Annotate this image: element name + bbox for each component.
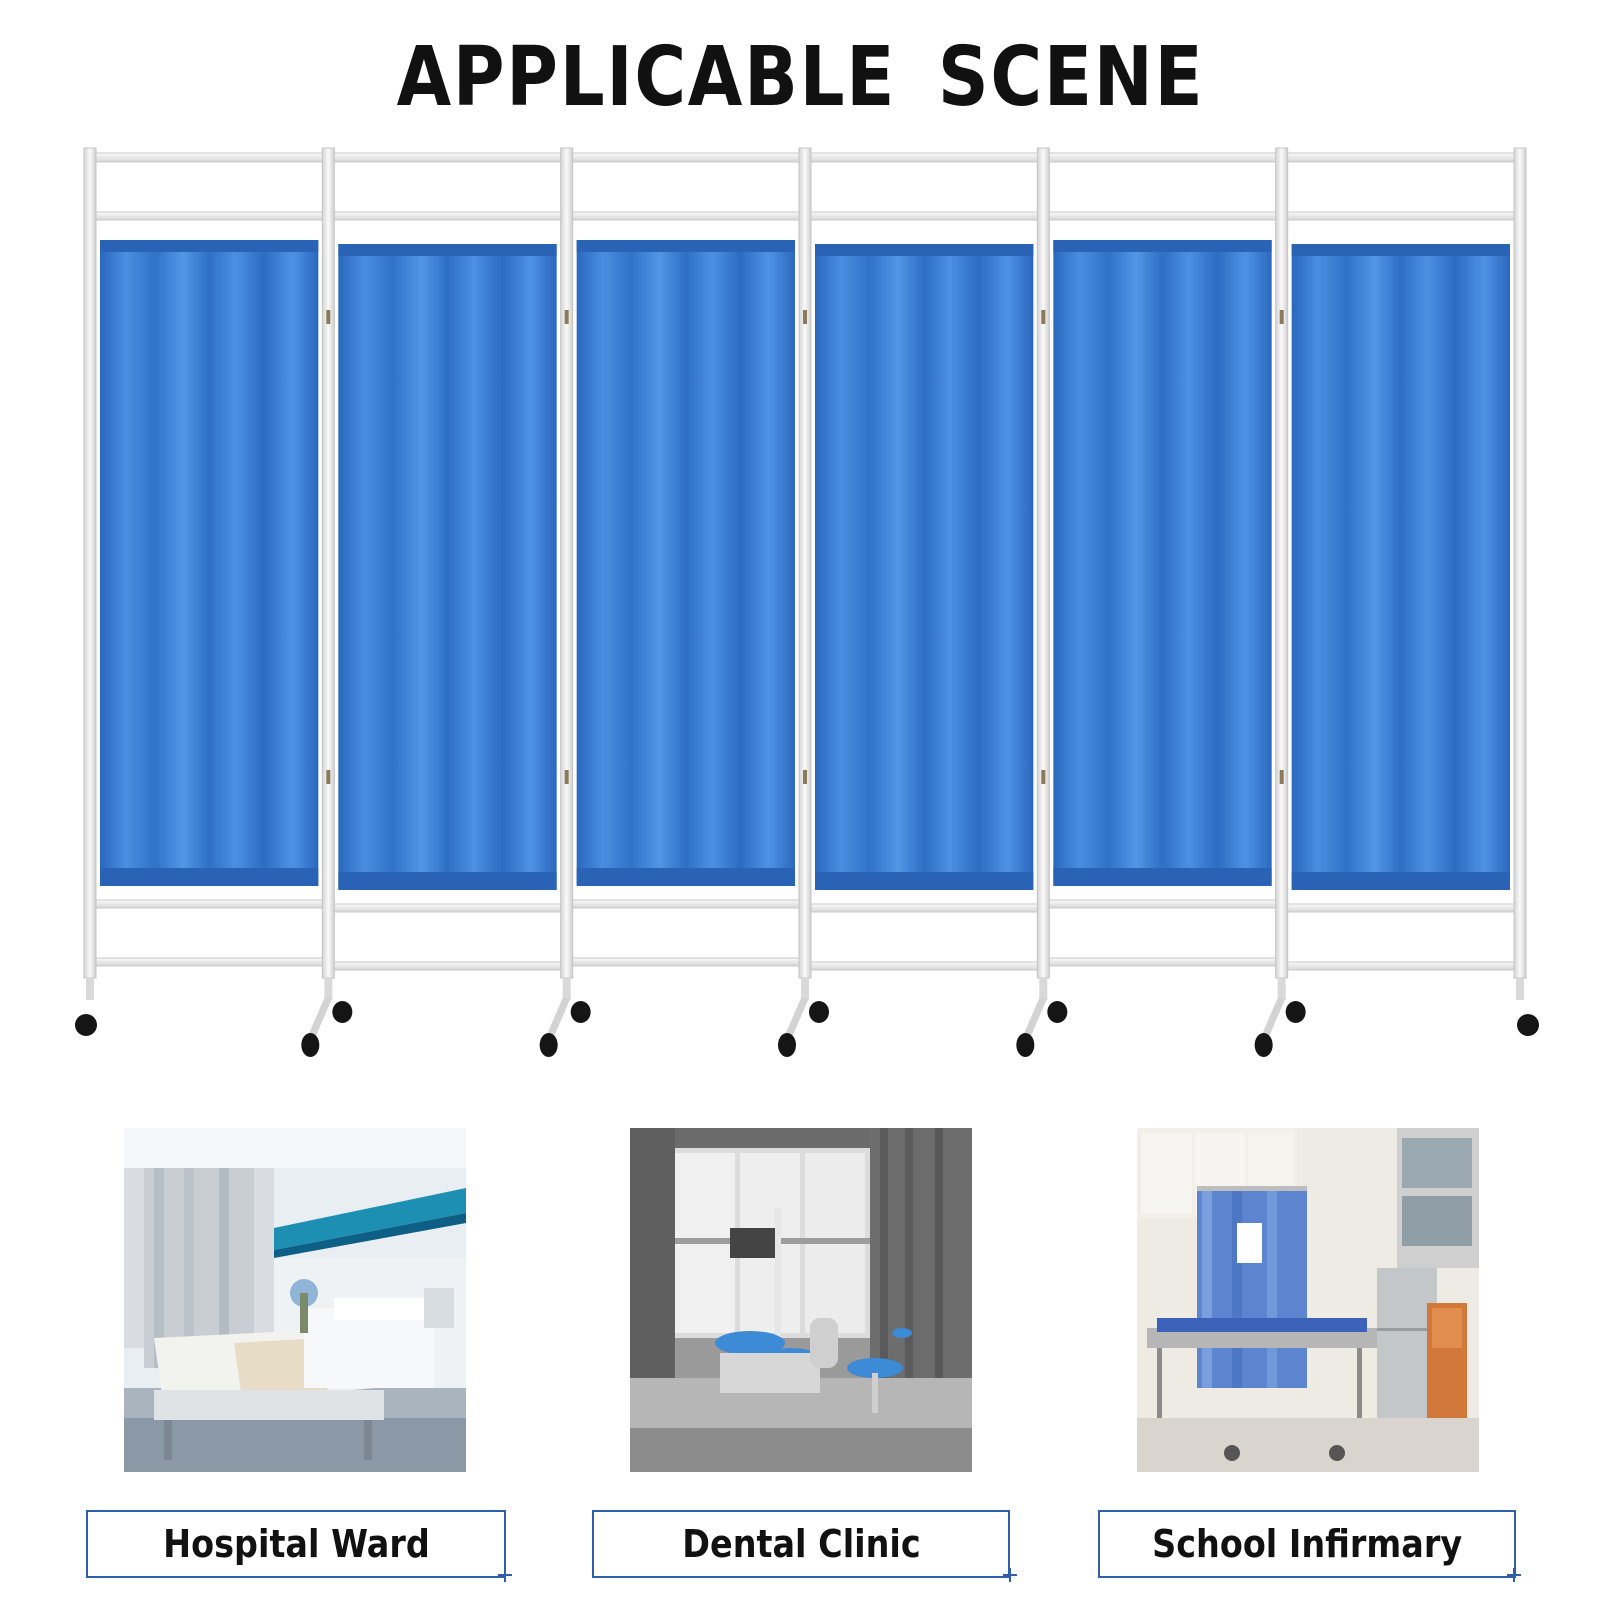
hospital-ward-photo [124, 1128, 466, 1472]
hinge [1279, 310, 1284, 324]
hinge [803, 310, 807, 324]
frame-post [1513, 147, 1527, 979]
frame-top-rail [89, 152, 329, 163]
hinge [1041, 770, 1046, 784]
frame-rail [1042, 899, 1283, 909]
caster-arm [546, 998, 571, 1035]
caster-leg [1277, 978, 1286, 1000]
frame-bottom-rail [804, 961, 1044, 971]
caster-leg [1039, 978, 1048, 1000]
curtain-hem-top [1291, 244, 1510, 256]
frame-top-rail [804, 152, 1044, 163]
scene-label-hospital-ward: Hospital Ward [86, 1510, 506, 1578]
scene-label-text: Hospital Ward [162, 1522, 430, 1566]
curtain-panel [338, 244, 557, 889]
caster-wheel [809, 1001, 829, 1023]
curtain-hem-bottom [815, 872, 1034, 890]
frame-rail [89, 899, 329, 909]
hinge [326, 310, 331, 324]
frame-top-rail [566, 152, 806, 163]
frame-rail [327, 903, 568, 913]
hinge [326, 770, 331, 784]
frame-post [1275, 147, 1289, 979]
folding-screen-image [60, 140, 1540, 1100]
caster-wheel [1047, 1001, 1068, 1023]
hinge [564, 310, 569, 324]
hinge [564, 770, 569, 784]
curtain-hem-top [576, 240, 795, 252]
curtain-hem-top [100, 240, 319, 252]
caster-wheel [778, 1033, 796, 1057]
frame-rail [566, 899, 806, 909]
frame-bottom-rail [566, 957, 806, 967]
frame-bottom-rail [89, 957, 329, 967]
frame-rail [1281, 903, 1521, 913]
curtain-hem-bottom [1291, 872, 1510, 890]
caster-leg [86, 978, 94, 1000]
frame-bottom-rail [327, 961, 568, 971]
plus-icon [1003, 1568, 1017, 1582]
hinge [1279, 770, 1284, 784]
frame-top-rail [327, 152, 568, 163]
frame-post [1036, 147, 1050, 979]
caster-leg [562, 978, 571, 1000]
curtain-hem-bottom [576, 868, 795, 886]
curtain-panel [1053, 240, 1272, 885]
caster-wheel [75, 1014, 97, 1036]
caster-leg [1516, 978, 1524, 1000]
curtain-panel [815, 244, 1034, 889]
frame-post [83, 147, 97, 979]
page-title: APPLICABLE SCENE [396, 30, 1205, 125]
caster-wheel [1517, 1014, 1539, 1036]
folding-screen-illustration [75, 147, 1539, 1057]
frame-rail [804, 211, 1044, 221]
caster-wheel [539, 1033, 558, 1057]
frame-rail [1042, 211, 1283, 221]
scene-label-school-infirmary: School Infirmary [1098, 1510, 1516, 1578]
curtain-hem-bottom [100, 868, 319, 886]
caster-arm [1261, 998, 1286, 1035]
frame-bottom-rail [1042, 957, 1283, 967]
caster-wheel [1254, 1033, 1273, 1057]
hinge [803, 770, 807, 784]
curtain-panel [100, 240, 319, 885]
frame-post [321, 147, 335, 979]
frame-rail [89, 211, 329, 221]
caster-wheel [301, 1033, 320, 1057]
scene-label-text: School Infirmary [1151, 1522, 1462, 1566]
curtain-panel [576, 240, 795, 885]
frame-top-rail [1042, 152, 1283, 163]
caster-arm [1023, 998, 1048, 1035]
caster-arm [308, 998, 333, 1035]
plus-icon [1507, 1568, 1521, 1582]
frame-top-rail [1281, 152, 1521, 163]
caster-wheel [570, 1001, 591, 1023]
scene-label-dental-clinic: Dental Clinic [592, 1510, 1010, 1578]
frame-rail [804, 903, 1044, 913]
frame-bottom-rail [1281, 961, 1521, 971]
curtain-hem-bottom [338, 872, 557, 890]
curtain-hem-top [815, 244, 1034, 256]
caster-leg [324, 978, 333, 1000]
caster-wheel [332, 1001, 353, 1023]
frame-rail [1281, 211, 1521, 221]
hinge [1041, 310, 1046, 324]
curtain-hem-top [1053, 240, 1272, 252]
plus-icon [498, 1568, 512, 1582]
frame-rail [566, 211, 806, 221]
school-infirmary-photo [1137, 1128, 1479, 1472]
caster-arm [785, 998, 809, 1035]
caster-wheel [1285, 1001, 1306, 1023]
dental-clinic-photo [630, 1128, 972, 1472]
frame-rail [327, 211, 568, 221]
curtain-hem-top [338, 244, 557, 256]
scene-label-text: Dental Clinic [681, 1522, 921, 1566]
caster-wheel [1016, 1033, 1035, 1057]
frame-post [560, 147, 574, 979]
caster-leg [801, 978, 809, 1000]
curtain-panel [1291, 244, 1510, 889]
curtain-hem-bottom [1053, 868, 1272, 886]
frame-post [798, 147, 812, 979]
